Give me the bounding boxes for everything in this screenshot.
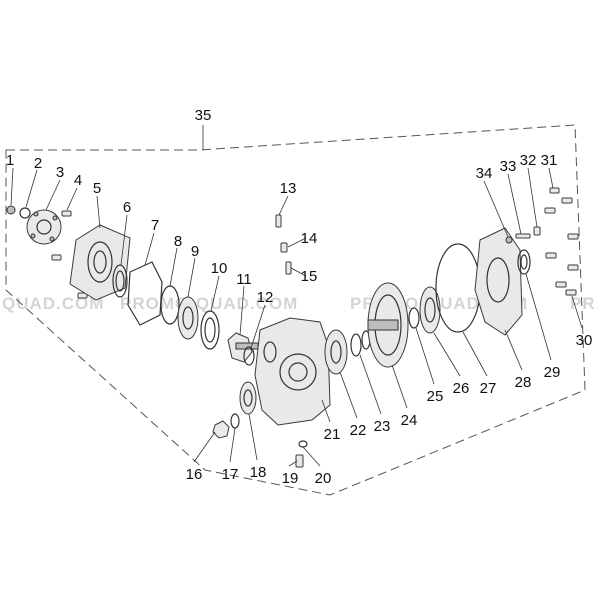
callout-25: 25 xyxy=(427,388,444,405)
part-24-ring-gear xyxy=(367,282,409,368)
part-32-spring xyxy=(533,226,541,236)
part-6-oil-seal xyxy=(112,264,128,298)
callout-19: 19 xyxy=(282,470,299,487)
part-18-bearing xyxy=(239,381,257,415)
part-15-screw xyxy=(285,261,292,275)
callout-30: 30 xyxy=(576,332,593,349)
callout-27: 27 xyxy=(480,380,497,397)
callout-10: 10 xyxy=(211,260,228,277)
part-10-seal xyxy=(200,310,220,350)
part-17-washer xyxy=(230,413,240,429)
callout-7: 7 xyxy=(151,217,159,234)
part-20-washer xyxy=(298,440,308,448)
callout-35: 35 xyxy=(195,107,212,124)
callout-17: 17 xyxy=(222,466,239,483)
callout-16: 16 xyxy=(186,466,203,483)
part-16-nut xyxy=(212,420,230,439)
part-13-breather xyxy=(275,214,282,228)
callout-11: 11 xyxy=(236,271,252,288)
part-9-bearing xyxy=(177,296,199,340)
callout-5: 5 xyxy=(93,180,101,197)
callout-15: 15 xyxy=(301,268,318,285)
part-22-shim xyxy=(350,333,362,357)
watermark-center: PROMO-QUAD.COM xyxy=(120,294,298,313)
part-29-oil-seal xyxy=(517,249,531,275)
part-21-bearing xyxy=(324,329,348,375)
leader-lines xyxy=(10,167,583,467)
watermark-far-right: PR xyxy=(570,294,596,313)
part-31-bolt xyxy=(549,187,560,194)
callout-34: 34 xyxy=(476,165,493,182)
part-19-drain-bolt xyxy=(295,454,304,468)
callout-28: 28 xyxy=(515,374,532,391)
callout-32: 32 xyxy=(520,152,537,169)
part-4-bolts xyxy=(51,210,88,299)
callout-29: 29 xyxy=(544,364,561,381)
callout-20: 20 xyxy=(315,470,332,487)
part-25-shim xyxy=(408,307,420,329)
callout-2: 2 xyxy=(34,155,42,172)
callout-14: 14 xyxy=(301,230,318,247)
part-3-hub-flange xyxy=(26,209,62,245)
callout-31: 31 xyxy=(541,152,558,169)
callout-1: 1 xyxy=(6,152,14,169)
callout-12: 12 xyxy=(257,289,274,306)
assembly-boundary xyxy=(5,124,586,496)
part-26-bearing xyxy=(419,286,441,334)
watermark-left: QUAD.COM xyxy=(2,294,104,313)
callout-4: 4 xyxy=(74,172,82,189)
callout-9: 9 xyxy=(191,243,199,260)
callout-21: 21 xyxy=(324,426,341,443)
part-14-fitting xyxy=(280,242,288,253)
callout-8: 8 xyxy=(174,233,182,250)
part-27-o-ring xyxy=(435,243,481,333)
callout-22: 22 xyxy=(350,422,367,439)
callout-labels: 1 2 3 4 5 6 7 8 9 10 11 12 13 14 15 16 1… xyxy=(6,107,593,487)
callout-18: 18 xyxy=(250,464,267,481)
callout-33: 33 xyxy=(500,158,517,175)
callout-23: 23 xyxy=(374,418,391,435)
part-28-cover xyxy=(474,227,523,336)
callout-26: 26 xyxy=(453,380,470,397)
part-34-ball xyxy=(505,236,513,244)
callout-3: 3 xyxy=(56,164,64,181)
part-33-pin xyxy=(515,233,531,239)
callout-13: 13 xyxy=(280,180,297,197)
part-30-bolts xyxy=(544,197,579,296)
callout-24: 24 xyxy=(401,412,418,429)
part-12-retaining-ring xyxy=(243,346,255,366)
part-7-gasket xyxy=(127,261,163,326)
callout-6: 6 xyxy=(123,199,131,216)
part-11-pinion-gear xyxy=(227,332,259,363)
part-1-nut xyxy=(6,205,16,215)
part-2-washer xyxy=(19,207,31,219)
part-housing xyxy=(254,317,331,426)
